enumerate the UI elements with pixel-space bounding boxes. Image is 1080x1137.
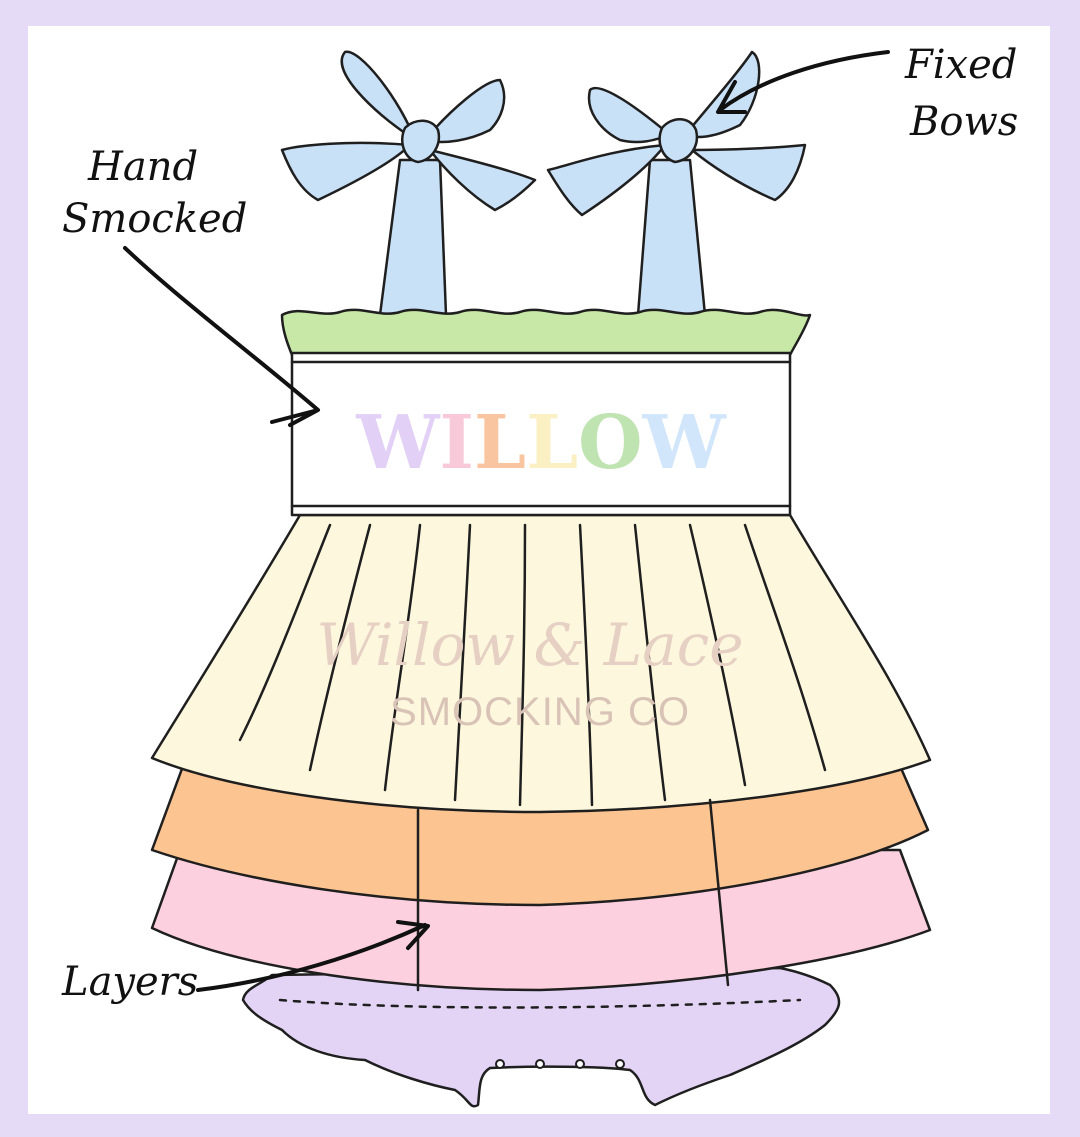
right-bow xyxy=(546,50,807,217)
annotation-bows: Bows xyxy=(909,99,1018,145)
top-ruffle xyxy=(280,308,812,357)
skirt-gathers xyxy=(238,523,827,992)
letter-3: L xyxy=(474,400,526,486)
fixed-bows-arrow xyxy=(716,50,890,114)
watermark-line1: Willow & Lace xyxy=(316,611,743,679)
right-strap xyxy=(636,158,707,317)
letter-4: L xyxy=(526,400,578,486)
letter-5: O xyxy=(578,400,642,486)
annotation-hand: Hand xyxy=(87,144,198,190)
layers-arrow xyxy=(196,920,430,992)
letter-1: W xyxy=(355,400,440,486)
smocked-panel xyxy=(290,351,792,517)
watermark-line2: SMOCKING CO xyxy=(390,690,690,734)
annotation-smocked: Smocked xyxy=(62,196,247,242)
hand-smocked-arrow xyxy=(123,246,320,427)
left-strap xyxy=(378,158,448,317)
left-bow xyxy=(280,50,537,212)
annotation-layers: Layers xyxy=(61,959,198,1005)
smocked-name: WILLOW xyxy=(355,400,726,486)
letter-2: I xyxy=(439,400,474,486)
bloomer xyxy=(241,966,841,1108)
bloomer-shape xyxy=(241,966,841,1108)
bloomer-elastic xyxy=(278,998,802,1009)
snap-buttons xyxy=(495,1059,625,1069)
annotation-fixed: Fixed xyxy=(904,42,1017,88)
letter-6: W xyxy=(642,400,727,486)
